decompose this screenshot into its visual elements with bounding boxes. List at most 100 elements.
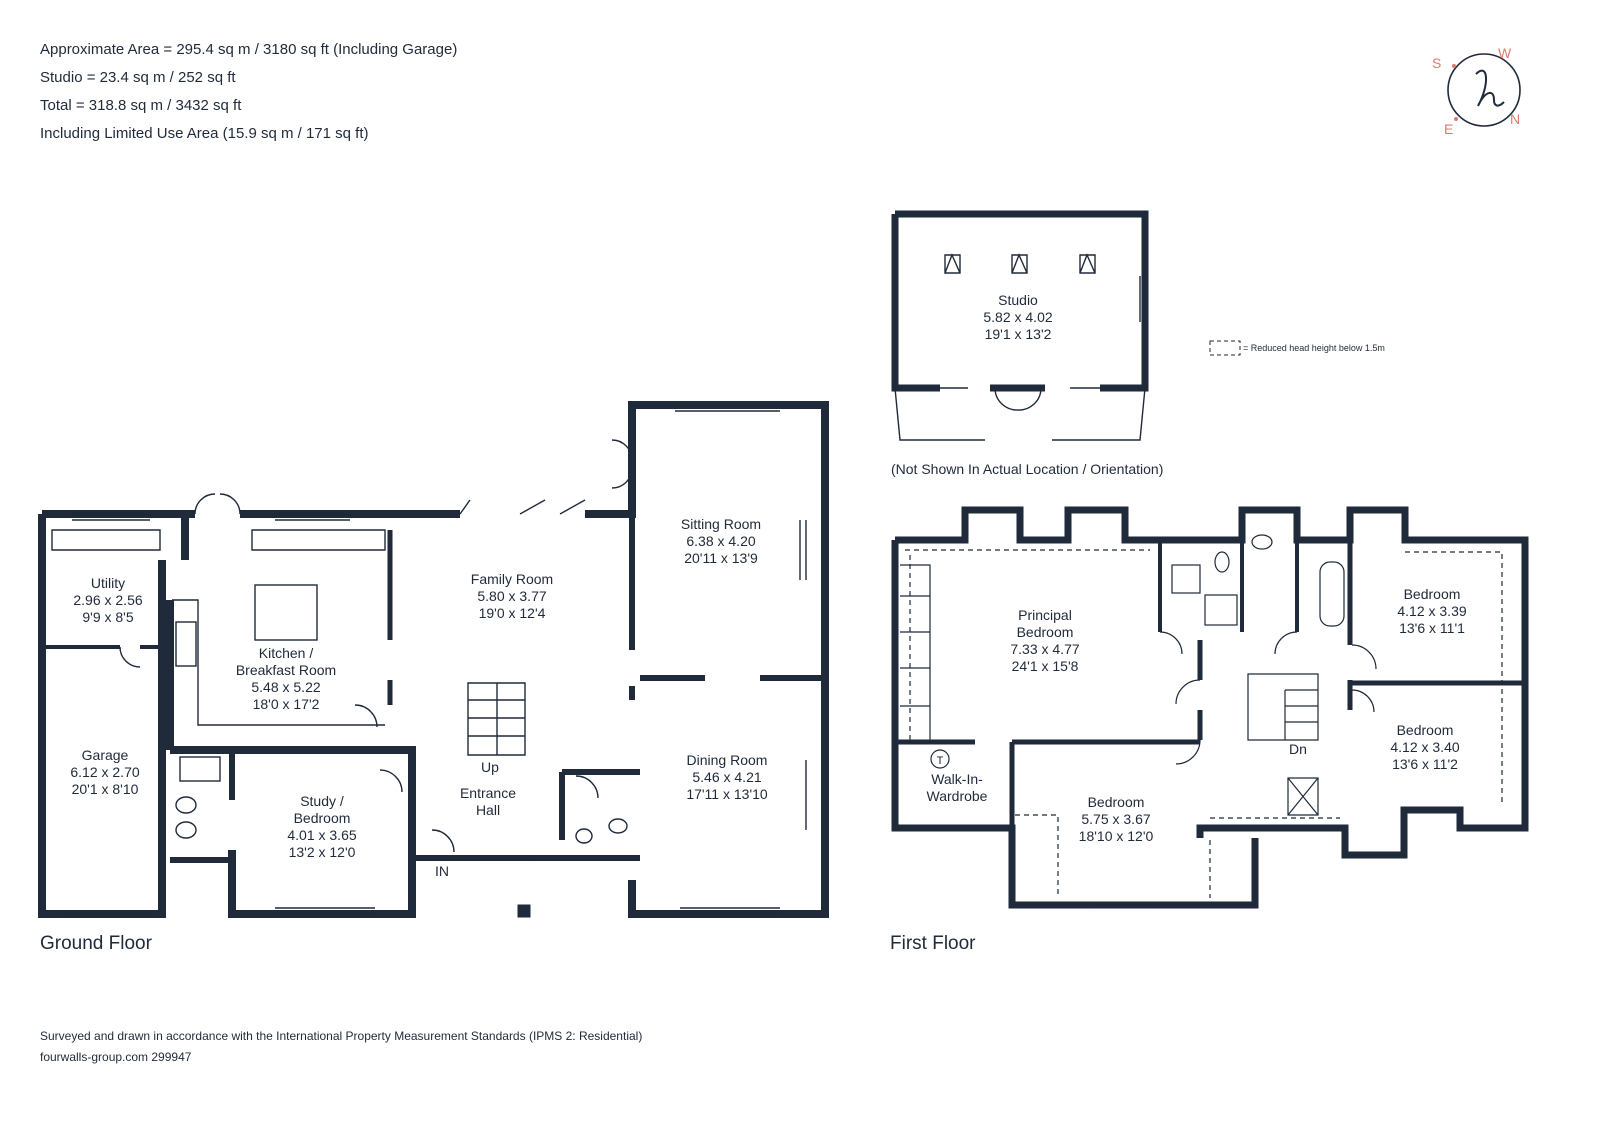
kitchen-island	[254, 584, 318, 641]
door-arc	[575, 775, 599, 799]
stairs-down-label: Dn	[1289, 741, 1307, 757]
room-bedroom-front-name: Bedroom	[1088, 794, 1145, 810]
pillar	[517, 904, 531, 918]
legend-text: = Reduced head height below 1.5m	[1243, 343, 1385, 353]
room-study-name: Study /	[300, 793, 344, 809]
room-principal-name2: Bedroom	[1017, 624, 1074, 640]
entrance-label: IN	[435, 863, 449, 879]
studio-doors-arc	[994, 387, 1042, 411]
compass-dot	[1454, 117, 1458, 121]
reduced-height-line	[1015, 814, 1211, 898]
window	[918, 276, 1141, 389]
footer-reference: fourwalls-group.com 299947	[40, 1050, 192, 1064]
room-hall-name: Entrance	[460, 785, 516, 801]
room-kitchen-metric: 5.48 x 5.22	[251, 679, 320, 695]
toilet-icon	[575, 828, 593, 844]
room-garage-name: Garage	[82, 747, 129, 763]
room-dining-name: Dining Room	[687, 752, 768, 768]
wardrobe-symbol: T	[937, 755, 944, 767]
wall-hall	[412, 769, 640, 861]
counter	[251, 529, 386, 551]
room-garage-imperial: 20'1 x 8'10	[72, 781, 139, 797]
ground-floor-plan	[38, 401, 829, 918]
room-kitchen-name: Kitchen /	[259, 645, 314, 661]
reduced-height-line	[905, 549, 1150, 740]
area-line-total: Total = 318.8 sq m / 3432 sq ft	[40, 97, 242, 114]
wall-garage-utility	[38, 510, 189, 918]
room-family-name: Family Room	[471, 571, 553, 587]
compass-monogram-icon	[1475, 69, 1505, 107]
basin-icon	[175, 821, 197, 839]
room-sitting-imperial: 20'11 x 13'9	[684, 550, 758, 566]
room-bedroom-se-metric: 4.12 x 3.40	[1390, 739, 1459, 755]
skylight-icon	[1079, 253, 1096, 274]
wall-bathrooms	[1158, 540, 1299, 632]
room-studio-metric: 5.82 x 4.02	[983, 309, 1052, 325]
stairs-up-label: Up	[481, 759, 499, 775]
window	[975, 509, 1395, 906]
counter	[172, 599, 385, 726]
room-utility-imperial: 9'9 x 8'5	[82, 609, 133, 625]
area-summary: Approximate Area = 295.4 sq m / 3180 sq …	[40, 36, 457, 148]
stairs	[1247, 673, 1319, 741]
room-principal-metric: 7.33 x 4.77	[1010, 641, 1079, 657]
footer: Surveyed and drawn in accordance with th…	[40, 1026, 642, 1068]
room-family-imperial: 19'0 x 12'4	[479, 605, 546, 621]
door-arc	[611, 439, 633, 489]
compass-n: N	[1510, 111, 1520, 127]
room-study-name2: Bedroom	[294, 810, 351, 826]
bath-icon	[1319, 561, 1345, 627]
window	[72, 513, 150, 521]
room-bedroom-ne-imperial: 13'6 x 11'1	[1399, 620, 1465, 636]
compass-w: W	[1498, 45, 1512, 61]
room-dining-imperial: 17'11 x 13'10	[686, 786, 768, 802]
room-utility-name: Utility	[91, 575, 125, 591]
room-family-metric: 5.80 x 3.77	[477, 588, 546, 604]
room-kitchen-name2: Breakfast Room	[236, 662, 336, 678]
wall-sitting-dining	[448, 401, 829, 918]
room-dining-metric: 5.46 x 4.21	[692, 769, 761, 785]
room-sitting-name: Sitting Room	[681, 516, 761, 532]
room-walkin-name: Walk-In-	[931, 771, 983, 787]
ground-floor-label: Ground Floor	[40, 933, 153, 954]
compass-ring	[1447, 53, 1521, 127]
door-arc	[194, 493, 241, 515]
window	[675, 404, 780, 412]
room-bedroom-se-name: Bedroom	[1397, 722, 1454, 738]
window	[275, 513, 350, 521]
room-utility-metric: 2.96 x 2.56	[73, 592, 142, 608]
compass-dot	[1452, 64, 1456, 68]
compass-e: E	[1444, 121, 1453, 136]
studio-caption: (Not Shown In Actual Location / Orientat…	[891, 461, 1163, 477]
room-bedroom-se-imperial: 13'6 x 11'2	[1392, 756, 1458, 772]
area-line-limited-use: Including Limited Use Area (15.9 sq m / …	[40, 125, 369, 142]
footer-ipms-note: Surveyed and drawn in accordance with th…	[40, 1029, 643, 1043]
wardrobe	[900, 564, 931, 740]
toilet-icon	[175, 796, 197, 814]
room-walkin-name2: Wardrobe	[927, 788, 988, 804]
veranda	[894, 387, 1146, 441]
room-bedroom-front-metric: 5.75 x 3.67	[1081, 811, 1150, 827]
hob-icon	[175, 621, 197, 667]
front-door-arc	[431, 829, 455, 853]
window	[275, 907, 375, 915]
room-studio-name: Studio	[998, 292, 1038, 308]
room-bedroom-ne-metric: 4.12 x 3.39	[1397, 603, 1466, 619]
legend-swatch	[1209, 340, 1241, 356]
door-arc	[379, 769, 403, 793]
shower-icon	[1204, 594, 1238, 626]
room-garage-metric: 6.12 x 2.70	[70, 764, 139, 780]
stairs-void	[1287, 777, 1319, 816]
door-arc	[354, 704, 378, 728]
toilet-icon	[1214, 551, 1230, 573]
compass-logo: S W E N	[1432, 45, 1521, 136]
wall-first-floor-west	[891, 506, 1259, 909]
shower-icon	[1171, 564, 1201, 594]
first-floor-plan	[891, 506, 1529, 909]
room-bedroom-ne-name: Bedroom	[1404, 586, 1461, 602]
shower-icon	[179, 756, 221, 782]
skylight-icon	[944, 253, 961, 274]
door-arc	[119, 646, 141, 668]
wall-first-floor-east	[1160, 506, 1529, 859]
